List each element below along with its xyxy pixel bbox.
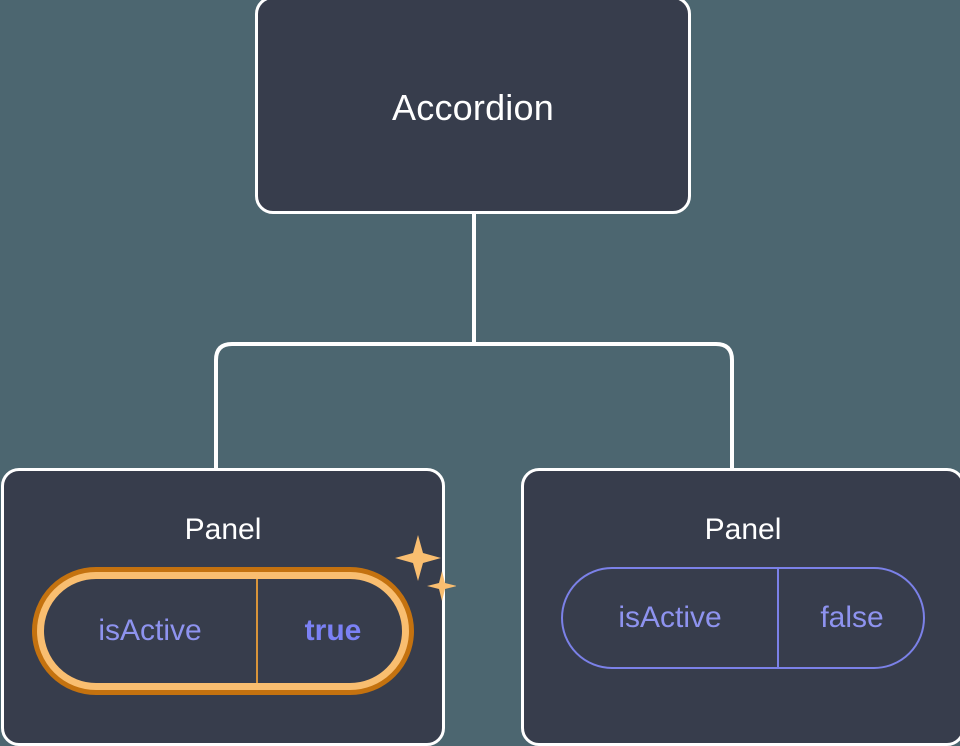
node-panel-left[interactable]: Panel isActive true — [1, 468, 456, 746]
prop-value-cell: false — [779, 569, 925, 667]
prop-value-label: true — [304, 614, 362, 647]
connector-branches — [214, 342, 734, 470]
prop-pill-wrapper: isActive false — [561, 567, 925, 669]
prop-key-cell: isActive — [563, 569, 777, 667]
prop-key-label: isActive — [98, 614, 202, 647]
node-title: Accordion — [392, 87, 554, 128]
prop-divider — [256, 579, 258, 683]
prop-pill-wrapper-highlighted: isActive true — [32, 535, 456, 695]
node-title: Panel — [184, 513, 262, 546]
node-accordion[interactable]: Accordion — [255, 0, 691, 214]
prop-value-cell: true — [258, 579, 408, 683]
node-title: Panel — [704, 513, 782, 546]
prop-key-cell: isActive — [44, 579, 256, 683]
prop-key-label: isActive — [618, 601, 722, 634]
prop-pill-inactive[interactable]: isActive false — [561, 567, 925, 669]
sparkle-small-icon — [427, 571, 456, 601]
sparkle-large-icon — [395, 535, 441, 581]
prop-pill-highlight-ring: isActive true — [32, 567, 414, 695]
prop-divider — [777, 569, 779, 667]
prop-value-label: false — [820, 601, 884, 634]
prop-pill-active[interactable]: isActive true — [37, 572, 409, 690]
node-panel-right[interactable]: Panel isActive false — [521, 468, 960, 746]
